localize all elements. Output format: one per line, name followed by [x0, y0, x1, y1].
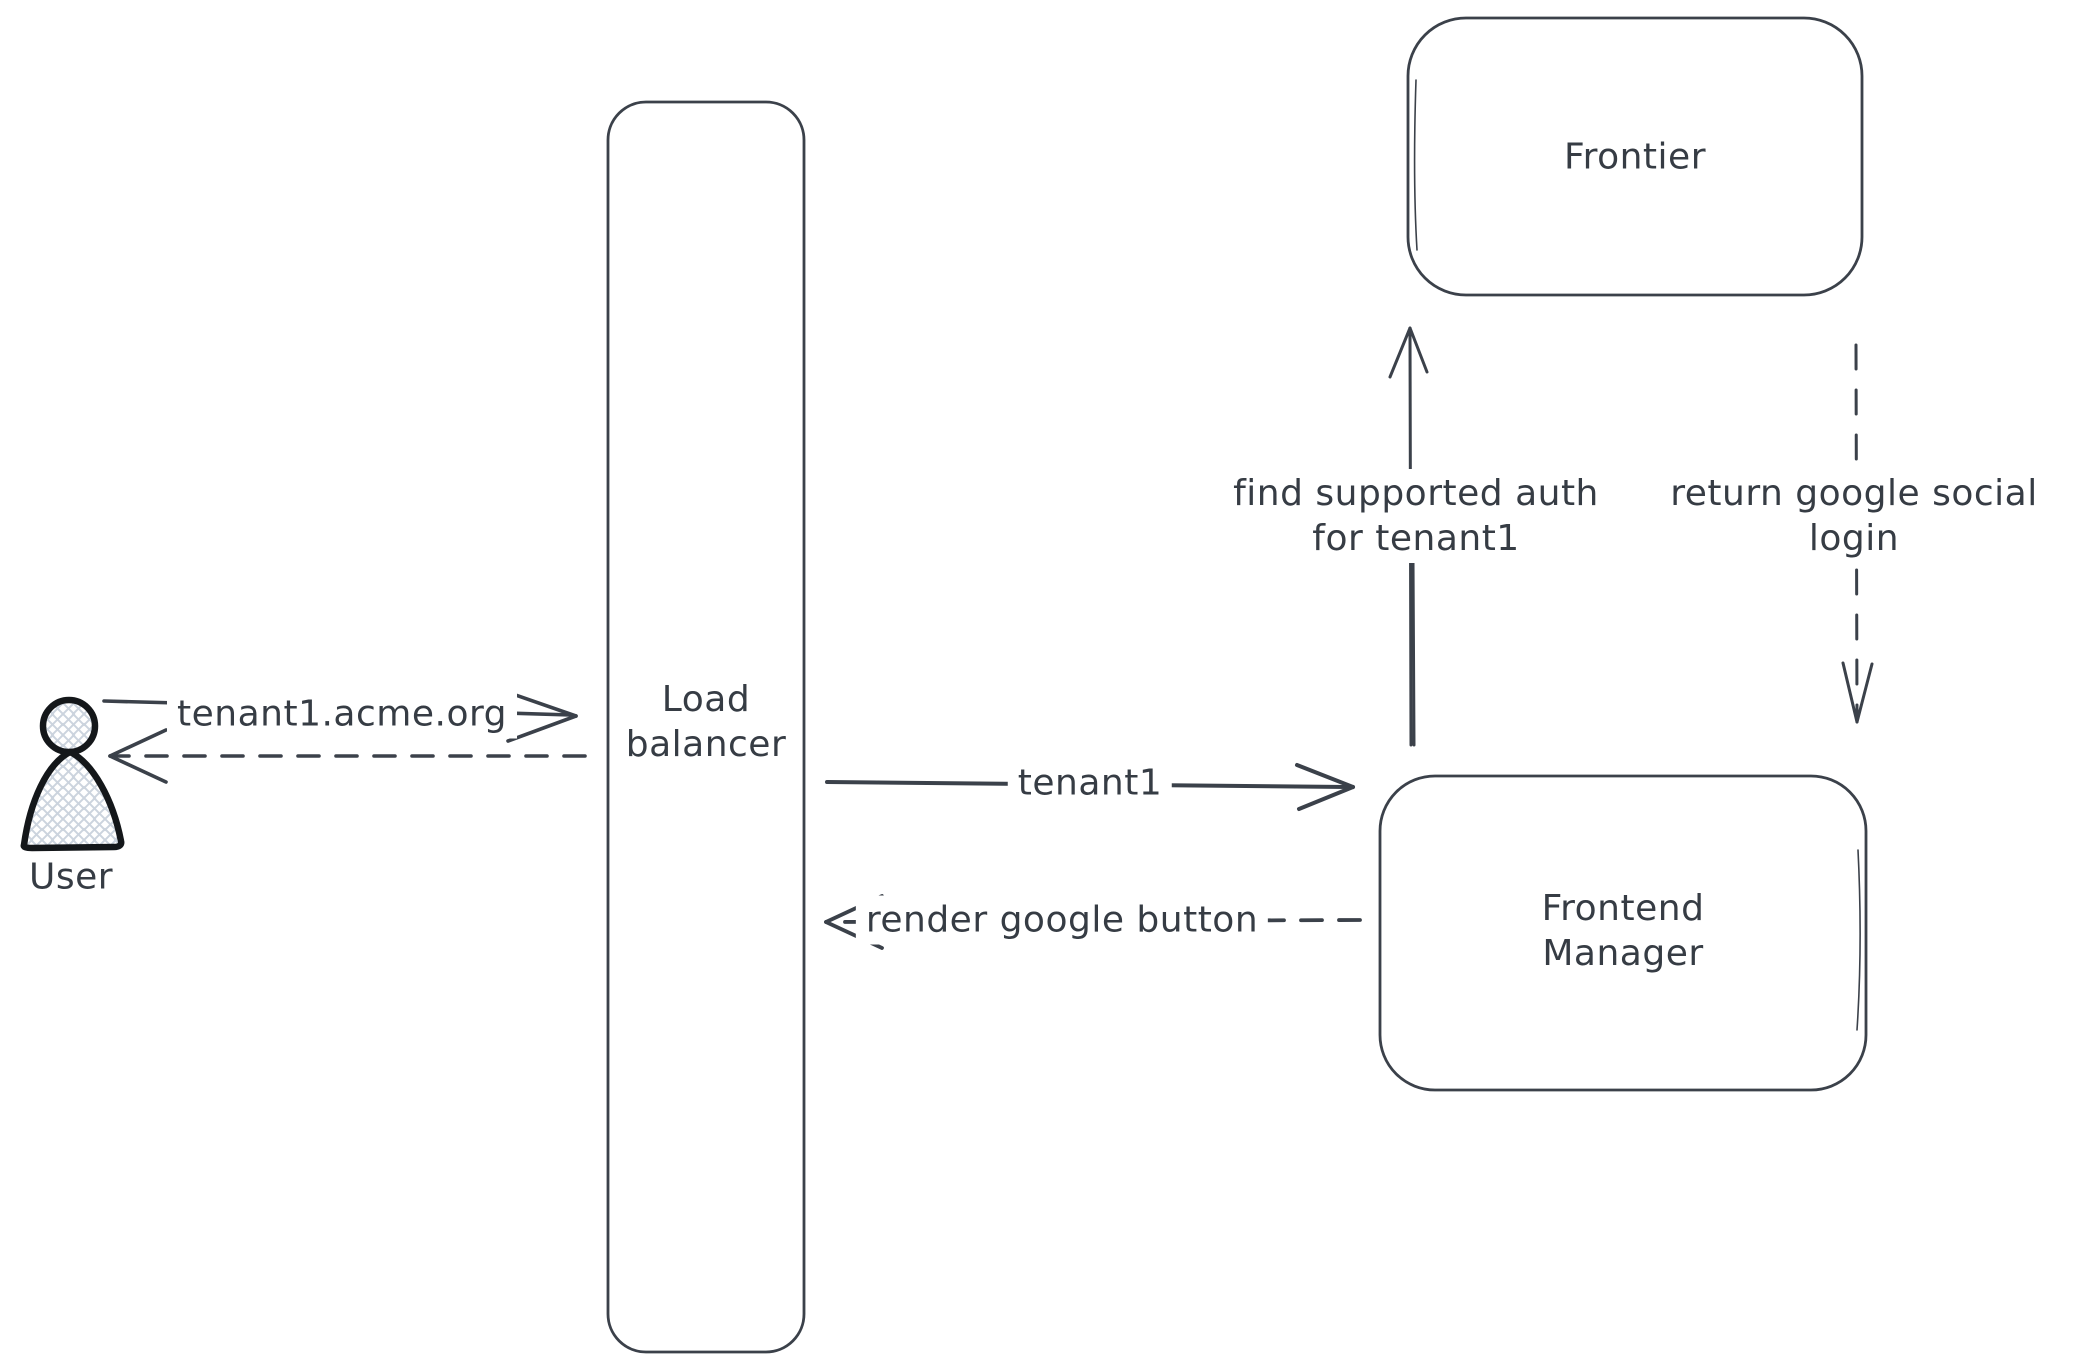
message-return-google-social-login-line2: login	[1808, 518, 1900, 559]
load-balancer-label-line2: balancer	[625, 724, 787, 765]
message-tenant1: tenant1	[1007, 758, 1173, 808]
message-return-google-social-login-line1: return google social	[1670, 473, 2038, 514]
frontend-manager-label-line2: Manager	[1542, 933, 1704, 974]
frontend-manager-label-line1: Frontend	[1541, 888, 1705, 929]
message-find-supported-auth-line1: find supported auth	[1233, 473, 1599, 514]
user-body	[20, 748, 125, 852]
user-label: User	[28, 856, 114, 898]
frontend-manager-label: Frontend Manager	[1542, 886, 1705, 976]
load-balancer-label: Load balancer	[626, 677, 787, 767]
message-return-google-social-login: return google social login	[1660, 469, 2048, 563]
message-find-supported-auth-line2: for tenant1	[1312, 518, 1520, 559]
load-balancer-label-line1: Load	[661, 679, 751, 720]
frontier-label: Frontier	[1563, 136, 1707, 178]
frontier-box	[1406, 16, 1864, 297]
message-tenant1-acme-org: tenant1.acme.org	[167, 689, 517, 739]
user-head	[39, 696, 99, 756]
frontend-manager-box	[1378, 774, 1868, 1092]
load-balancer-box	[606, 100, 806, 1354]
message-render-google-button: render google button	[855, 895, 1269, 945]
arrow-load-balancer-to-user	[108, 728, 587, 784]
user-figure-icon	[20, 696, 125, 852]
message-find-supported-auth: find supported auth for tenant1	[1223, 469, 1609, 563]
